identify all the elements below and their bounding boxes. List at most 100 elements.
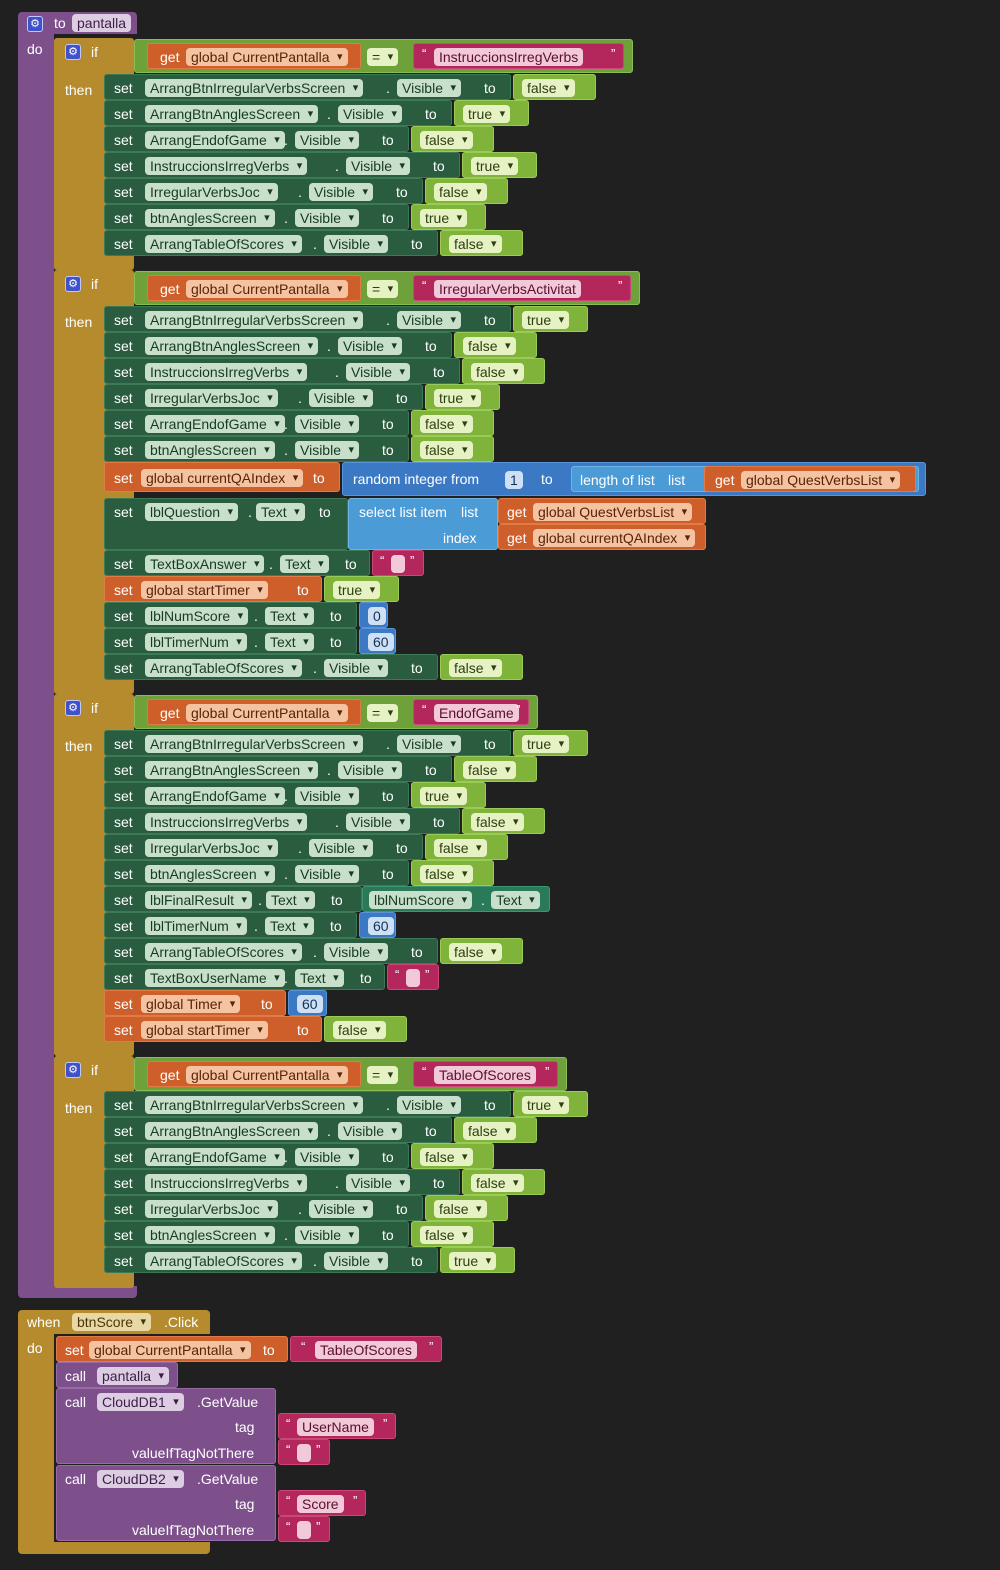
number-field[interactable]: 60 xyxy=(368,633,394,651)
component-dropdown[interactable]: lblTimerNum xyxy=(145,633,247,651)
boolean-value-block[interactable]: false xyxy=(462,358,545,384)
gear-icon[interactable]: ⚙ xyxy=(65,1062,81,1078)
property-dropdown[interactable]: Text xyxy=(265,607,314,625)
boolean-dropdown[interactable]: false xyxy=(463,1122,516,1140)
property-dropdown[interactable]: Visible xyxy=(295,1148,359,1166)
boolean-value-block[interactable]: true xyxy=(513,730,588,756)
component-property-getter-block[interactable]: lblNumScore.Text xyxy=(362,886,550,912)
text-field[interactable]: UserName xyxy=(297,1418,374,1436)
empty-text-field[interactable] xyxy=(297,1521,311,1539)
empty-text-block[interactable]: “ ” xyxy=(278,1439,330,1465)
boolean-dropdown[interactable]: false xyxy=(434,1200,487,1218)
component-dropdown[interactable]: btnAnglesScreen xyxy=(145,209,275,227)
boolean-dropdown[interactable]: true xyxy=(522,735,570,753)
empty-text-block[interactable]: “” xyxy=(387,964,439,990)
equals-operator-dropdown[interactable]: = xyxy=(367,280,399,298)
component-dropdown[interactable]: InstruccionsIrregVerbs xyxy=(145,813,308,831)
property-dropdown[interactable]: Visible xyxy=(309,839,373,857)
boolean-value-block[interactable]: false xyxy=(454,756,537,782)
gear-icon[interactable]: ⚙ xyxy=(65,276,81,292)
boolean-value-block[interactable]: false xyxy=(440,654,523,680)
component-dropdown[interactable]: ArrangEndofGame xyxy=(145,415,285,433)
from-number-field[interactable]: 1 xyxy=(505,471,523,489)
property-dropdown[interactable]: Text xyxy=(256,503,305,521)
boolean-value-block[interactable]: false xyxy=(411,436,494,462)
boolean-value-block[interactable]: false xyxy=(454,1117,537,1143)
boolean-dropdown[interactable]: true xyxy=(471,157,519,175)
gear-icon[interactable]: ⚙ xyxy=(65,44,81,60)
boolean-dropdown[interactable]: true xyxy=(449,1252,497,1270)
set-property-block[interactable]: setArrangBtnIrregularVerbsScreen.Visible… xyxy=(104,1091,511,1117)
set-property-block[interactable]: setArrangBtnIrregularVerbsScreen.Visible… xyxy=(104,74,511,100)
property-dropdown[interactable]: Text xyxy=(266,891,315,909)
equals-operator-dropdown[interactable]: = xyxy=(367,704,399,722)
boolean-value-block[interactable]: false xyxy=(454,332,537,358)
property-dropdown[interactable]: Visible xyxy=(309,183,373,201)
boolean-dropdown[interactable]: true xyxy=(420,209,468,227)
boolean-dropdown[interactable]: false xyxy=(420,1226,473,1244)
property-dropdown[interactable]: Visible xyxy=(324,943,388,961)
component-dropdown[interactable]: lblNumScore xyxy=(369,891,473,909)
number-value-block[interactable]: 60 xyxy=(359,912,396,938)
variable-dropdown[interactable]: global currentQAIndex xyxy=(533,529,696,547)
boolean-value-block[interactable]: false xyxy=(462,1169,545,1195)
component-dropdown[interactable]: TextBoxAnswer xyxy=(145,555,265,573)
variable-dropdown[interactable]: global QuestVerbsList xyxy=(533,503,693,521)
variable-dropdown[interactable]: global QuestVerbsList xyxy=(741,471,901,489)
property-dropdown[interactable]: Text xyxy=(295,969,344,987)
boolean-value-block[interactable]: true xyxy=(411,204,486,230)
boolean-dropdown[interactable]: false xyxy=(420,865,473,883)
number-field[interactable]: 0 xyxy=(368,607,386,625)
boolean-dropdown[interactable]: false xyxy=(420,131,473,149)
component-dropdown[interactable]: ArrangTableOfScores xyxy=(145,659,302,677)
component-dropdown[interactable]: InstruccionsIrregVerbs xyxy=(145,1174,308,1192)
component-dropdown[interactable]: ArrangEndofGame xyxy=(145,131,285,149)
variable-dropdown[interactable]: global Timer xyxy=(141,995,241,1013)
boolean-value-block[interactable]: true xyxy=(411,782,486,808)
variable-dropdown[interactable]: global CurrentPantalla xyxy=(186,280,348,298)
number-field[interactable]: 60 xyxy=(368,917,394,935)
property-dropdown[interactable]: Visible xyxy=(338,761,402,779)
component-dropdown[interactable]: btnAnglesScreen xyxy=(145,865,275,883)
component-dropdown[interactable]: ArrangBtnIrregularVerbsScreen xyxy=(145,735,364,753)
variable-dropdown[interactable]: global startTimer xyxy=(141,1021,268,1039)
property-dropdown[interactable]: Visible xyxy=(295,441,359,459)
boolean-dropdown[interactable]: false xyxy=(420,441,473,459)
component-dropdown[interactable]: btnAnglesScreen xyxy=(145,441,275,459)
component-dropdown[interactable]: lblQuestion xyxy=(145,503,239,521)
property-dropdown[interactable]: Visible xyxy=(295,787,359,805)
call-clouddb1-getvalue-block[interactable]: call CloudDB1 .GetValue tag valueIfTagNo… xyxy=(56,1388,276,1464)
equals-operator-dropdown[interactable]: = xyxy=(367,48,399,66)
property-dropdown[interactable]: Text xyxy=(491,891,540,909)
boolean-dropdown[interactable]: true xyxy=(333,581,381,599)
component-dropdown[interactable]: btnAnglesScreen xyxy=(145,1226,275,1244)
component-dropdown[interactable]: ArrangBtnAnglesScreen xyxy=(145,337,319,355)
boolean-value-block[interactable]: false xyxy=(411,410,494,436)
component-dropdown[interactable]: TextBoxUserName xyxy=(145,969,285,987)
property-dropdown[interactable]: Visible xyxy=(324,235,388,253)
boolean-dropdown[interactable]: false xyxy=(434,183,487,201)
property-dropdown[interactable]: Text xyxy=(265,633,314,651)
